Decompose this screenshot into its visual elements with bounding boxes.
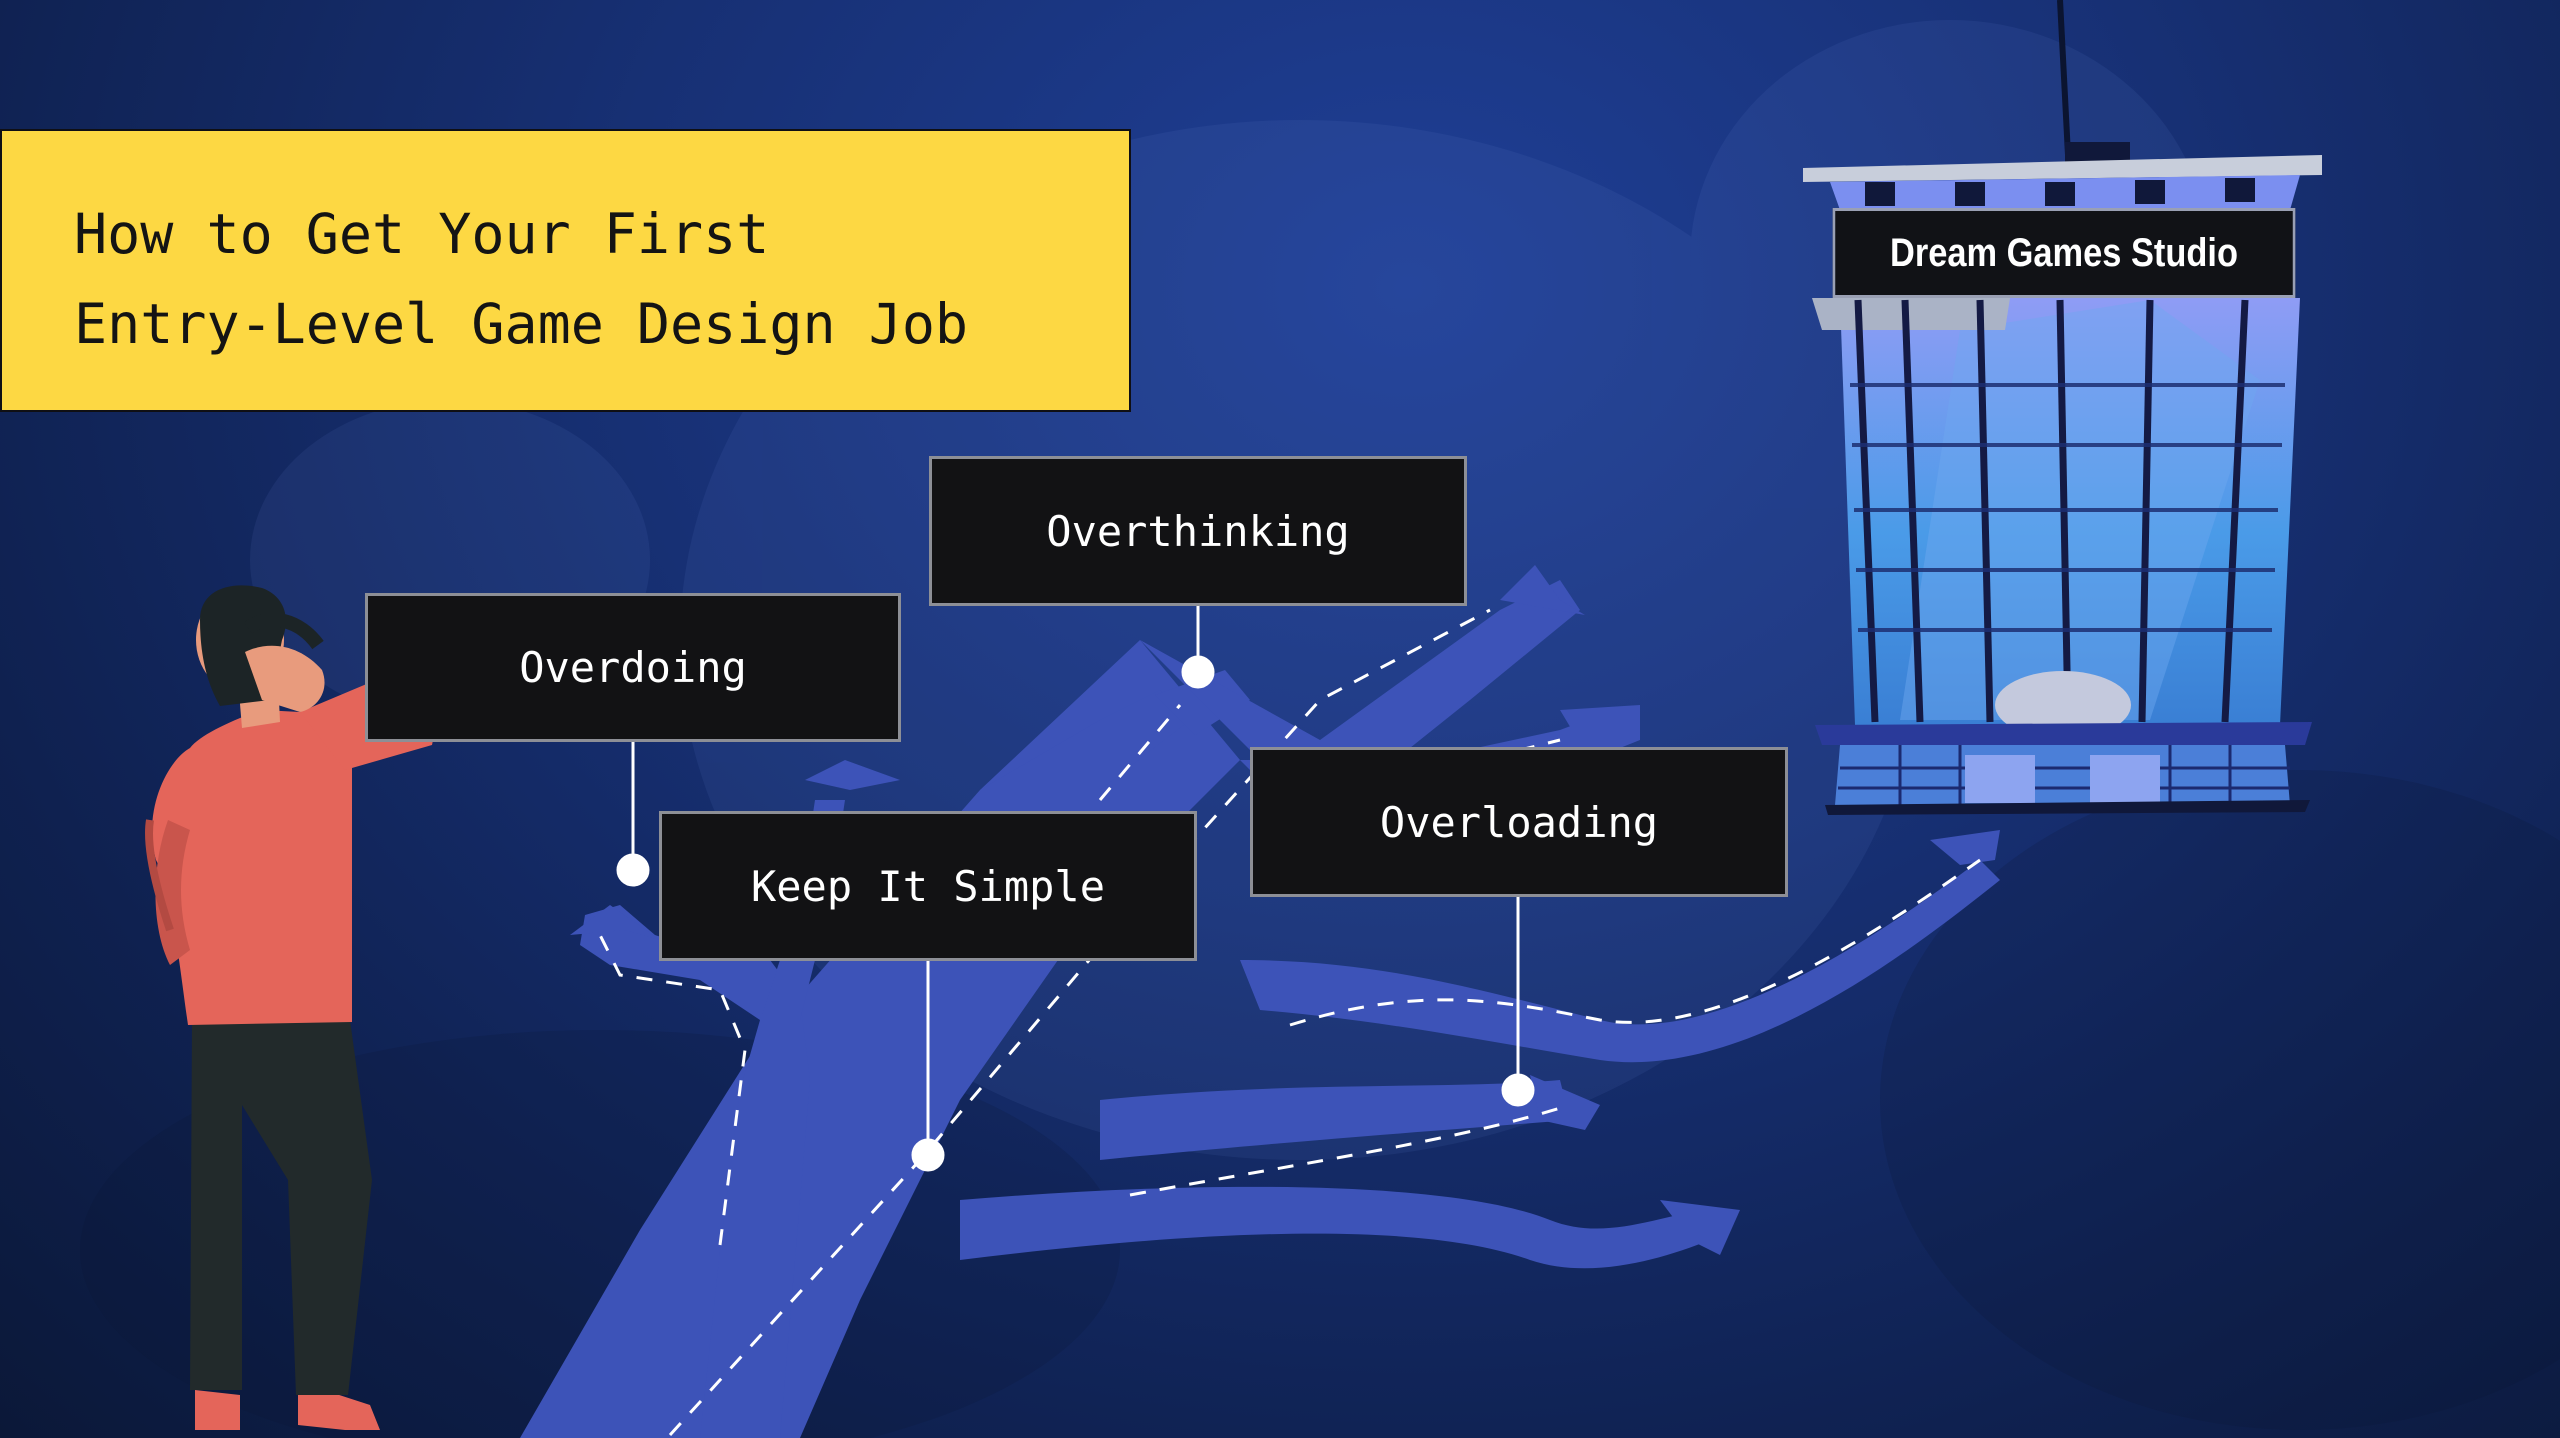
overloading-label: Overloading [1250,747,1788,897]
keep-it-simple-label: Keep It Simple [659,811,1197,961]
connectors [616,605,1535,1172]
overdoing-label: Overdoing [365,593,901,742]
studio-sign: Dream Games Studio [1832,208,2296,298]
title-card: How to Get Your First Entry-Level Game D… [0,129,1131,412]
title-line-2: Entry-Level Game Design Job [74,292,969,356]
title-line-1: How to Get Your First [74,202,770,266]
building-icon [1803,0,2322,815]
overthinking-label: Overthinking [929,456,1467,606]
